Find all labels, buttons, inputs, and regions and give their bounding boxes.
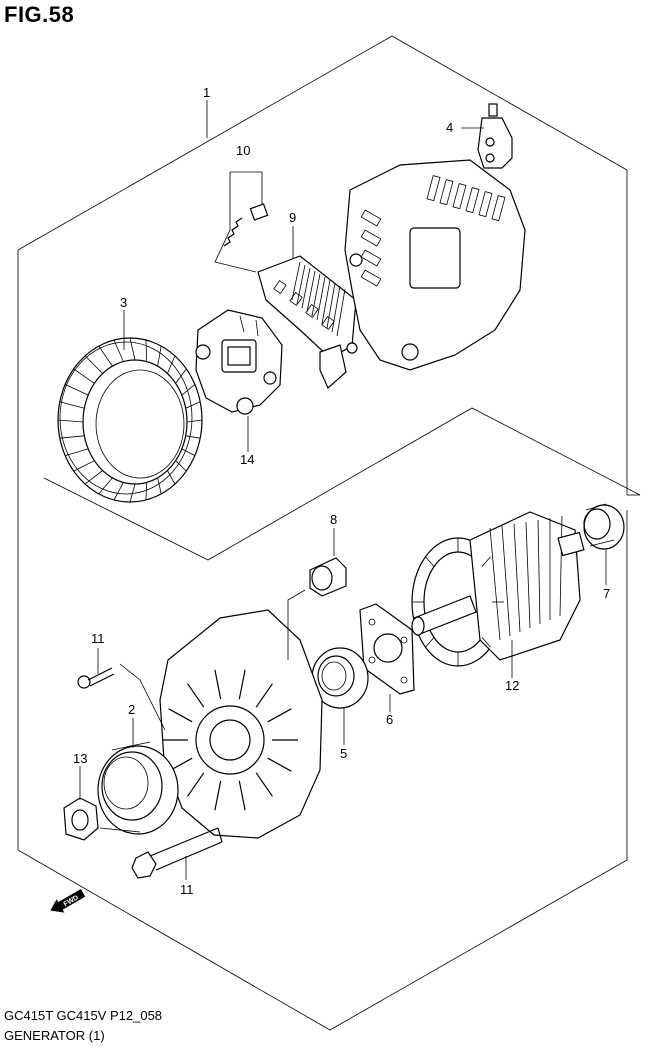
callout-7: 7 [603, 586, 610, 601]
front-bearing-part [311, 647, 369, 709]
fwd-arrow-icon: FWD [50, 889, 86, 913]
fwd-label: FWD [63, 894, 80, 908]
pulley-nut-part [63, 797, 99, 841]
small-screw-part [77, 667, 115, 689]
callout-10: 10 [236, 143, 250, 158]
callout-4: 4 [446, 120, 453, 135]
front-housing-part [159, 609, 323, 839]
sleeve-part [309, 557, 347, 597]
assembly-boundary [17, 35, 641, 1031]
retainer-plate-part [359, 603, 415, 695]
leader-lines [79, 100, 607, 880]
callout-11-bolt: 11 [180, 882, 194, 897]
brush-spring-part [223, 203, 269, 247]
callout-14: 14 [240, 452, 254, 467]
callout-5: 5 [340, 746, 347, 761]
callout-11-screw: 11 [91, 631, 105, 646]
callout-8: 8 [330, 512, 337, 527]
figure-name: GENERATOR (1) [4, 1028, 105, 1043]
stator-coil-part [57, 337, 203, 503]
bushing-part [583, 503, 625, 550]
callout-13: 13 [73, 751, 87, 766]
callout-labels: 1 2 3 4 5 6 7 8 9 10 11 11 12 13 14 [73, 85, 610, 897]
terminal-bolt-part [477, 103, 513, 169]
rear-housing-part [344, 159, 526, 371]
callout-3: 3 [120, 295, 127, 310]
callout-1: 1 [203, 85, 210, 100]
pulley-part [97, 741, 179, 835]
regulator-part [195, 309, 283, 415]
callout-12: 12 [505, 678, 519, 693]
through-bolt-part [131, 827, 223, 879]
rectifier-part [257, 255, 358, 389]
rotor-part [411, 511, 585, 667]
model-code: GC415T GC415V P12_058 [4, 1008, 163, 1023]
callout-6: 6 [386, 712, 393, 727]
figure-title: FIG.58 [4, 2, 75, 27]
callout-9: 9 [289, 210, 296, 225]
callout-2: 2 [128, 702, 135, 717]
